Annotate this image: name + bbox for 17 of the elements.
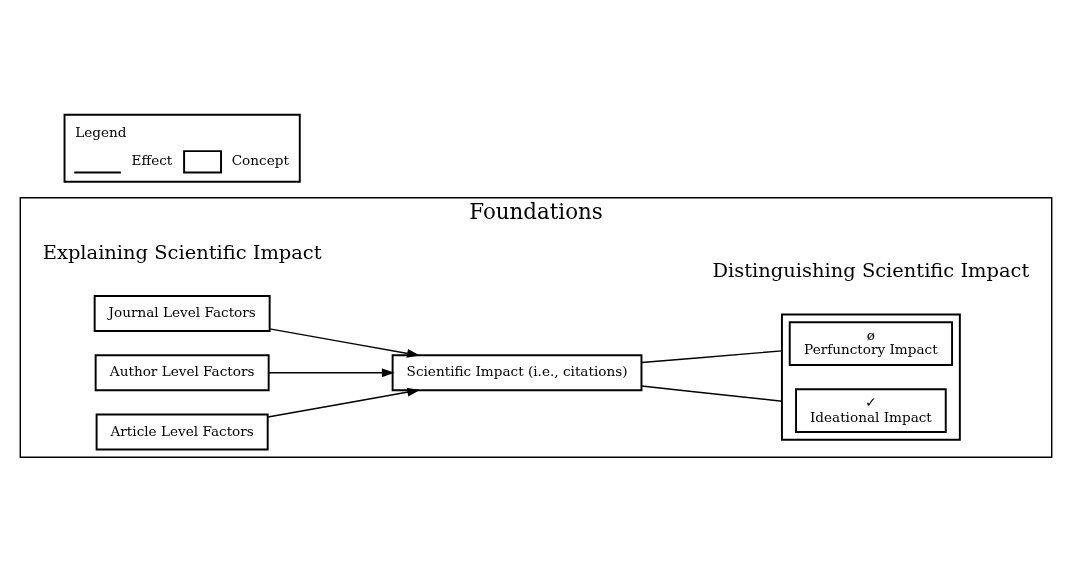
node-box: ø Perfunctory Impact — [788, 320, 954, 366]
arrow — [267, 387, 420, 418]
node-box: ✓ Ideational Impact — [795, 387, 947, 433]
connector — [640, 349, 783, 363]
legend-label: Concept — [231, 151, 289, 168]
node-box: Scientific Impact (i.e., citations) — [391, 353, 643, 391]
node-box: Journal Level Factors — [93, 294, 271, 332]
node-box: Article Level Factors — [95, 413, 269, 451]
label: Explaining Scientific Impact — [42, 240, 322, 264]
cluster — [780, 312, 961, 441]
arrow — [268, 367, 395, 377]
label: Distinguishing Scientific Impact — [712, 258, 1030, 282]
label: Legend — [75, 123, 127, 140]
legend-label: Effect — [131, 151, 173, 168]
node-box: Author Level Factors — [94, 353, 270, 391]
connector — [640, 384, 783, 402]
arrow — [269, 327, 420, 358]
